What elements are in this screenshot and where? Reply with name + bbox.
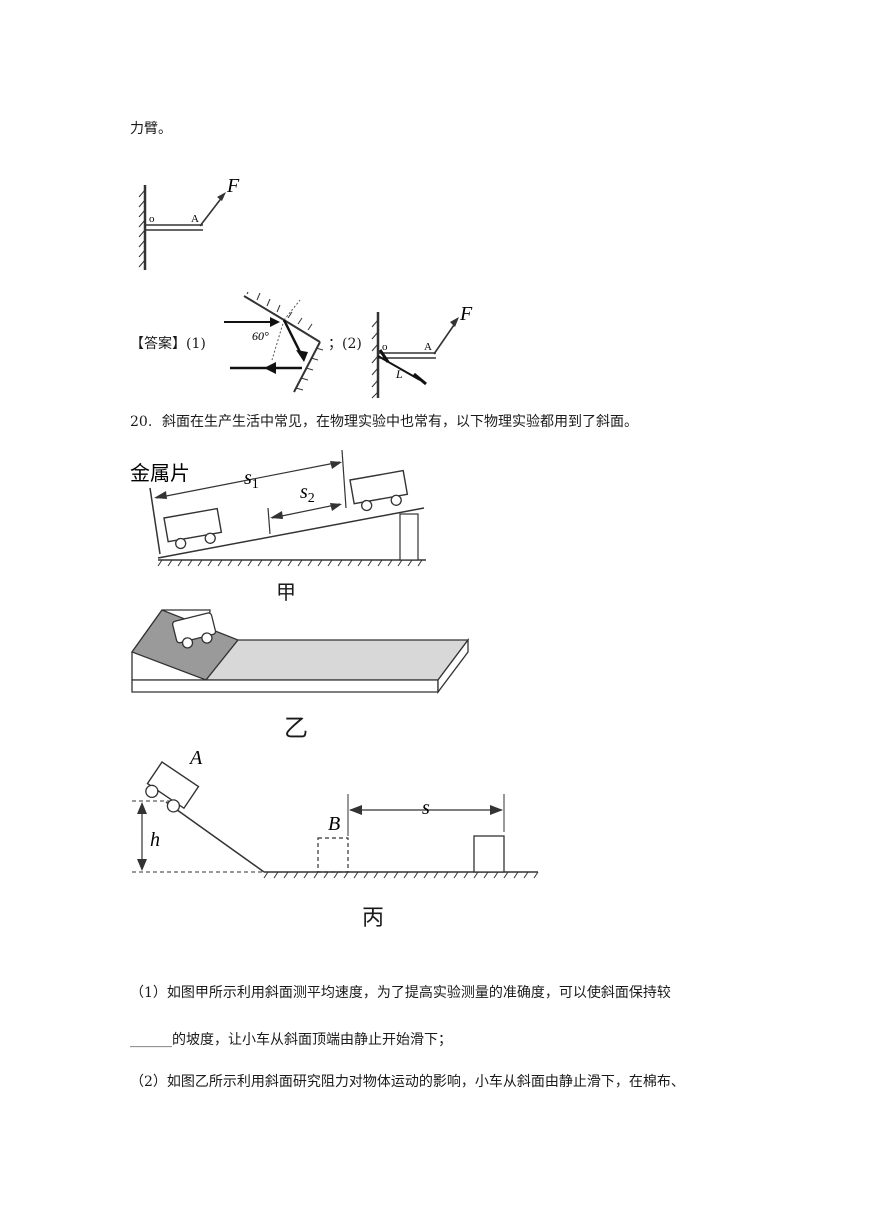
answer-label-f: F bbox=[459, 303, 473, 325]
caption-yi: 乙 bbox=[284, 714, 308, 742]
cart-a bbox=[145, 761, 200, 813]
answer-lever-figure: o A F L bbox=[371, 303, 473, 399]
metal-plate bbox=[149, 487, 161, 555]
cart-bottom bbox=[163, 507, 223, 550]
label-f: F bbox=[226, 175, 240, 197]
answer-label-o: o bbox=[382, 341, 388, 353]
wall-hatch bbox=[138, 189, 146, 268]
answer-label-l: L bbox=[395, 367, 403, 381]
answer-reflection-figure: 60° bbox=[224, 292, 324, 393]
s2-arrow bbox=[271, 503, 341, 519]
cart-yi bbox=[171, 612, 217, 649]
lever-figure: o A F bbox=[138, 175, 240, 270]
caption-jia: 甲 bbox=[276, 580, 296, 604]
block-b-end bbox=[473, 835, 505, 873]
figure-jia: 金属片 s1 s2 bbox=[130, 449, 426, 567]
q1-line2: ______的坡度，让小车从斜面顶端由静止开始滑下； bbox=[130, 1032, 452, 1048]
svg-text:s1: s1 bbox=[244, 467, 259, 492]
question-number: 20. bbox=[130, 414, 153, 430]
incline bbox=[157, 507, 425, 559]
figure-bing: h A B s bbox=[132, 747, 539, 879]
support-block bbox=[399, 513, 419, 561]
ground-hatch bbox=[263, 871, 539, 879]
answer-label-a: A bbox=[424, 341, 432, 353]
q1-line1: （1）如图甲所示利用斜面测平均速度，为了提高实验测量的准确度，可以使斜面保持较 bbox=[130, 985, 671, 1001]
lever-bar bbox=[145, 224, 203, 231]
top-text: 力臂。 bbox=[130, 121, 172, 137]
label-h: h bbox=[150, 829, 160, 851]
track-surface bbox=[204, 639, 470, 681]
label-s: s bbox=[422, 797, 430, 819]
q2-line1: （2）如图乙所示利用斜面研究阻力对物体运动的影响，小车从斜面由静止滑下，在棉布、 bbox=[130, 1074, 685, 1090]
answer-prefix: 【答案】(1) bbox=[130, 336, 206, 352]
figure-yi bbox=[130, 609, 470, 694]
question-stem: 斜面在生产生活中常见，在物理实验中也常有，以下物理实验都用到了斜面。 bbox=[162, 414, 638, 430]
force-arrow bbox=[199, 195, 224, 227]
cart-top bbox=[349, 469, 409, 512]
label-a: A bbox=[191, 213, 199, 225]
metal-label: 金属片 bbox=[130, 462, 190, 485]
s1-arrow bbox=[155, 461, 341, 499]
label-o: o bbox=[149, 213, 155, 225]
block-b-start bbox=[317, 837, 349, 873]
svg-text:s2: s2 bbox=[300, 481, 315, 506]
label-b: B bbox=[328, 813, 340, 835]
caption-bing: 丙 bbox=[362, 906, 385, 931]
label-a: A bbox=[188, 747, 203, 769]
angle-label: 60° bbox=[252, 329, 269, 343]
slope bbox=[165, 801, 265, 873]
ground-hatch bbox=[157, 559, 423, 567]
answer-mid: ；(2) bbox=[328, 336, 362, 352]
